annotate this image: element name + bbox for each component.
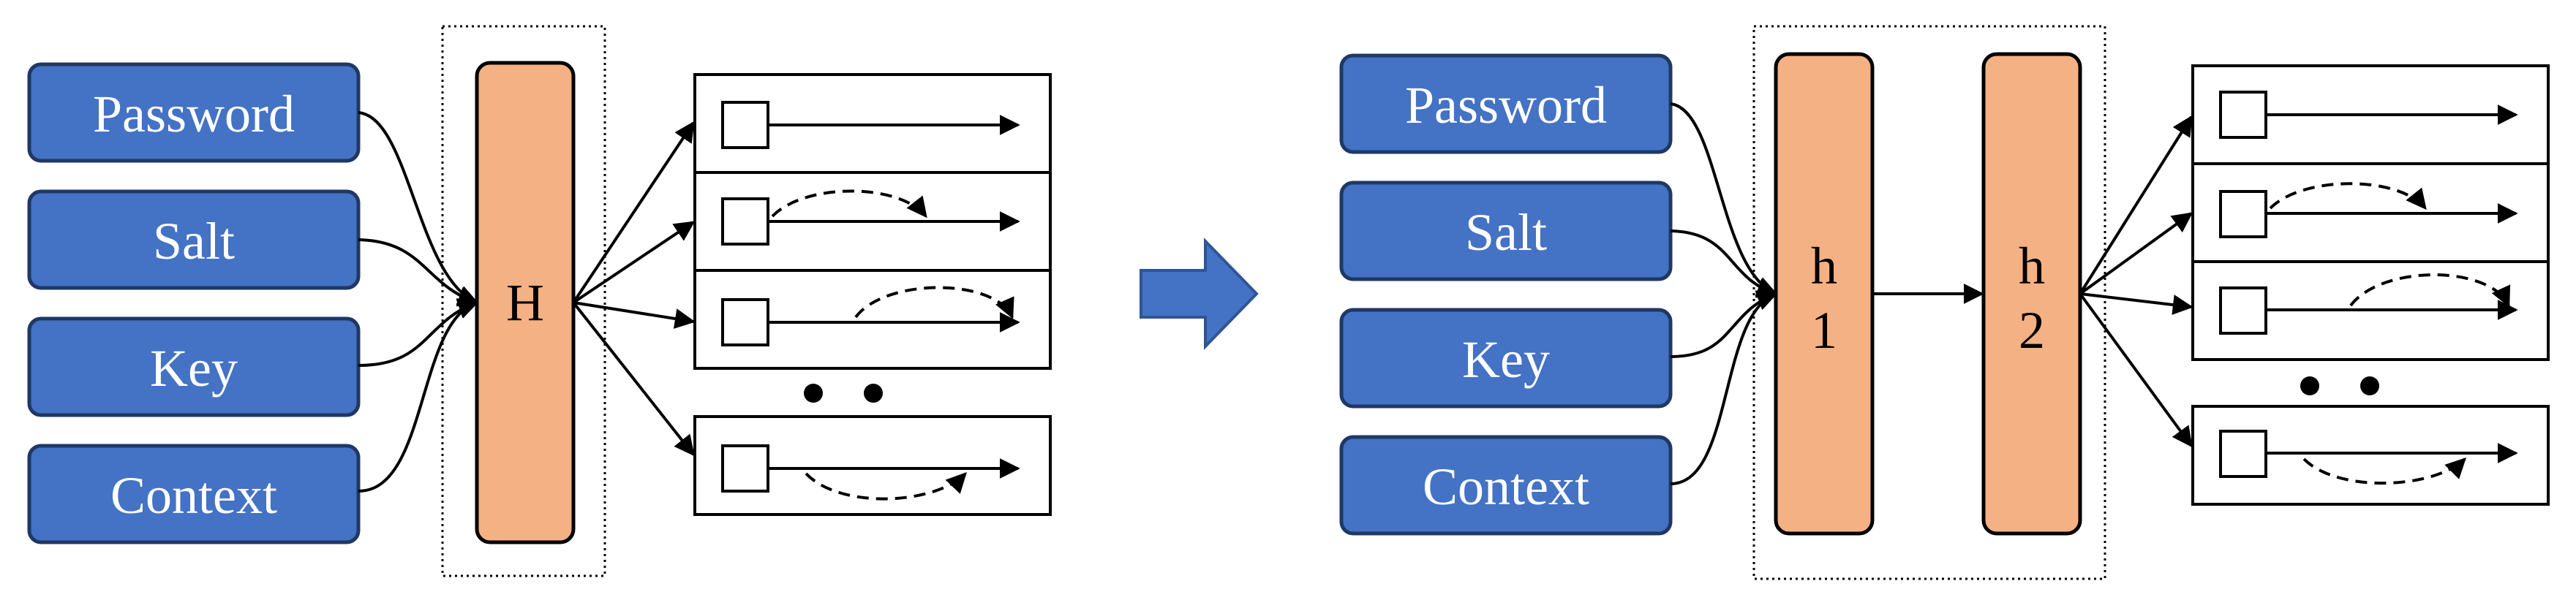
right-output-row-3 bbox=[2191, 260, 2550, 361]
right-hash-h2-line1: h bbox=[2019, 237, 2045, 295]
left-fan-arrow-2 bbox=[572, 221, 696, 304]
left-input-password-label: Password bbox=[93, 85, 295, 143]
right-arrow-icon bbox=[1140, 238, 1259, 350]
left-fan-arrow-4 bbox=[572, 301, 695, 457]
right-connector-context bbox=[1670, 290, 1778, 485]
left-input-key-label: Key bbox=[150, 339, 238, 398]
left-output-row-4 bbox=[693, 415, 1052, 516]
left-connector-salt bbox=[358, 238, 479, 307]
right-connector-salt bbox=[1670, 229, 1778, 298]
right-input-context: Context bbox=[1339, 435, 1673, 536]
right-input-password: Password bbox=[1339, 53, 1673, 154]
left-output-row-3 bbox=[693, 269, 1052, 370]
left-hash-label: H bbox=[506, 273, 544, 332]
right-fan-arrow-4 bbox=[2079, 292, 2193, 448]
right-hash-group-border bbox=[1752, 25, 2106, 580]
left-input-password: Password bbox=[27, 62, 361, 163]
left-output-list bbox=[693, 73, 1052, 516]
right-output-row-4 bbox=[2191, 405, 2550, 506]
right-hash-h1-line1: h bbox=[1811, 237, 1837, 295]
right-input-key: Key bbox=[1339, 308, 1673, 409]
right-input-context-label: Context bbox=[1423, 457, 1589, 516]
right-ellipsis-dots bbox=[2300, 376, 2379, 395]
left-fan-arrow-3 bbox=[573, 301, 696, 329]
right-hash-block-h1: h 1 bbox=[1774, 52, 1875, 536]
left-connector-context bbox=[358, 298, 479, 493]
right-input-salt-label: Salt bbox=[1465, 203, 1547, 262]
left-input-salt: Salt bbox=[27, 189, 361, 290]
right-output-row-2 bbox=[2191, 162, 2550, 263]
right-hash-block-h2: h 2 bbox=[1981, 52, 2082, 536]
left-output-row-2 bbox=[693, 171, 1052, 272]
right-fan-arrow-3 bbox=[2079, 292, 2193, 315]
right-fan-arrow-1 bbox=[2079, 115, 2193, 295]
left-output-row-1 bbox=[693, 73, 1052, 174]
left-input-context-label: Context bbox=[110, 466, 277, 525]
right-input-salt: Salt bbox=[1339, 181, 1673, 281]
right-diagram: Password Salt Key Context h 1 h 2 bbox=[1339, 25, 2550, 580]
left-diagram: Password Salt Key Context H bbox=[27, 25, 1052, 577]
right-hash-h1-line2: 1 bbox=[1811, 301, 1837, 360]
right-input-password-label: Password bbox=[1405, 76, 1607, 134]
left-connector-password bbox=[358, 111, 479, 305]
left-input-salt-label: Salt bbox=[153, 212, 235, 270]
right-hash-h2-line2: 2 bbox=[2019, 301, 2045, 360]
right-fan-arrow-2 bbox=[2079, 212, 2193, 295]
left-ellipsis-dots bbox=[804, 384, 883, 403]
right-input-key-label: Key bbox=[1462, 330, 1550, 389]
left-input-context: Context bbox=[27, 444, 361, 544]
right-output-row-1 bbox=[2191, 64, 2550, 165]
left-hash-block: H bbox=[475, 61, 576, 544]
right-output-list bbox=[2191, 64, 2550, 506]
right-connector-password bbox=[1670, 102, 1778, 297]
left-connector-key bbox=[358, 299, 479, 367]
left-input-key: Key bbox=[27, 316, 361, 417]
left-fan-arrow-1 bbox=[572, 121, 695, 304]
